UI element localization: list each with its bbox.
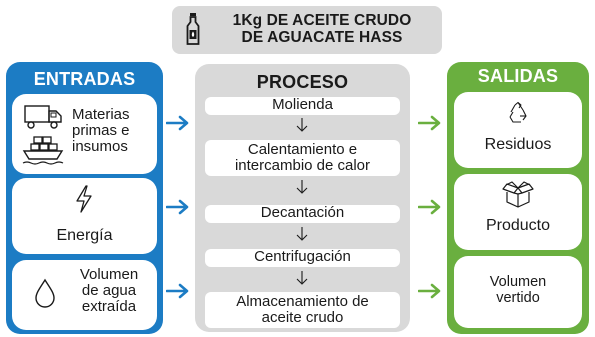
salidas-residuos-label: Residuos [484, 136, 552, 153]
title-text: 1Kg DE ACEITE CRUDO DE AGUACATE HASS [204, 12, 440, 46]
arrow-right-icon [418, 115, 441, 131]
salidas-panel: SALIDAS Residuos [447, 62, 589, 334]
arrow-right-icon [166, 199, 189, 215]
salidas-card-vertido: Volumen vertido [454, 256, 582, 328]
truck-icon [24, 105, 62, 129]
arrow-down-icon [296, 118, 308, 132]
arrow-down-icon [296, 180, 308, 194]
arrow-right-icon [166, 283, 189, 299]
proceso-panel: PROCESO Molienda Calentamiento e interca… [195, 64, 410, 332]
label-line: Centrifugación [254, 248, 351, 265]
title-line-2: DE AGUACATE HASS [241, 29, 403, 46]
entradas-card-materias: Materias primas e insumos [12, 94, 157, 174]
process-step-calentamiento: Calentamiento e intercambio de calor [205, 140, 400, 176]
recycle-icon [509, 101, 527, 123]
salidas-card-producto: Producto [454, 174, 582, 250]
entradas-card-agua: Volumen de agua extraída [12, 260, 157, 330]
arrow-right-icon [418, 283, 441, 299]
proceso-heading: PROCESO [256, 72, 349, 92]
arrow-right-icon [166, 115, 189, 131]
label-line: extraída [81, 298, 137, 315]
arrow-right-icon [418, 199, 441, 215]
process-step-almacenamiento: Almacenamiento de aceite crudo [205, 292, 400, 328]
label-line: aceite crudo [261, 309, 344, 326]
title-banner: 1Kg DE ACEITE CRUDO DE AGUACATE HASS [172, 6, 442, 54]
process-step-molienda: Molienda [205, 97, 400, 115]
label-line: insumos [72, 138, 128, 155]
entradas-heading: ENTRADAS [33, 69, 136, 89]
label-line: Calentamiento e [247, 141, 358, 158]
lightning-icon [76, 185, 92, 213]
title-line-1: 1Kg DE ACEITE CRUDO [232, 12, 412, 29]
entradas-panel: ENTRADAS Materias primas e insumos E [6, 62, 163, 334]
label-line: de agua [81, 282, 137, 299]
label-line: primas e [72, 122, 130, 139]
water-drop-icon [35, 278, 55, 308]
ship-icon [22, 136, 64, 165]
label-line: Decantación [260, 204, 345, 221]
salidas-heading: SALIDAS [477, 66, 559, 86]
label-line: Almacenamiento de [236, 293, 369, 310]
process-step-decantacion: Decantación [205, 205, 400, 223]
salidas-vertido-label: Volumen vertido [454, 274, 582, 306]
arrow-down-icon [296, 271, 308, 285]
process-step-centrifugacion: Centrifugación [205, 249, 400, 267]
label-line: intercambio de calor [234, 157, 371, 174]
box-icon [502, 181, 534, 208]
label-line: Molienda [272, 96, 333, 113]
entradas-card-energia: Energía [12, 178, 157, 254]
salidas-producto-label: Producto [485, 217, 551, 234]
entradas-materias-label: Materias primas e insumos [72, 107, 154, 155]
label-line: Volumen [489, 274, 547, 290]
oil-bottle-icon [186, 13, 200, 45]
label-line: Materias [72, 106, 130, 123]
entradas-agua-label: Volumen de agua extraída [66, 267, 152, 315]
arrow-down-icon [296, 227, 308, 241]
label-line: vertido [496, 290, 540, 306]
salidas-card-residuos: Residuos [454, 92, 582, 168]
entradas-energia-label: Energía [56, 227, 113, 244]
label-line: Volumen [79, 266, 139, 283]
